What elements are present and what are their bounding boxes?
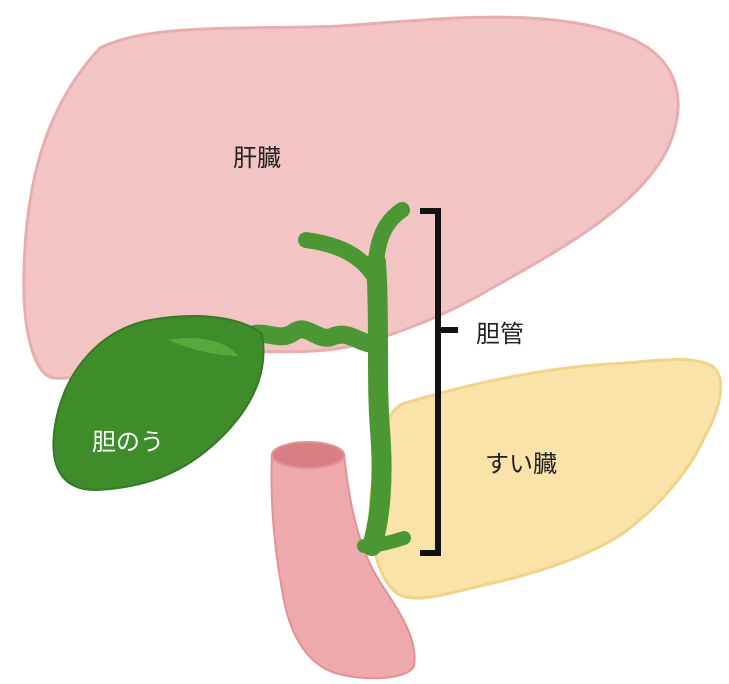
pancreas-label: すい臓 bbox=[485, 452, 557, 476]
gallbladder-label: 胆のう bbox=[92, 430, 164, 454]
liver-shape bbox=[24, 17, 678, 378]
liver-label: 肝臓 bbox=[233, 146, 281, 170]
pancreas-shape bbox=[370, 360, 720, 599]
bile-duct-label: 胆管 bbox=[476, 322, 524, 346]
duodenum-opening bbox=[272, 442, 344, 468]
